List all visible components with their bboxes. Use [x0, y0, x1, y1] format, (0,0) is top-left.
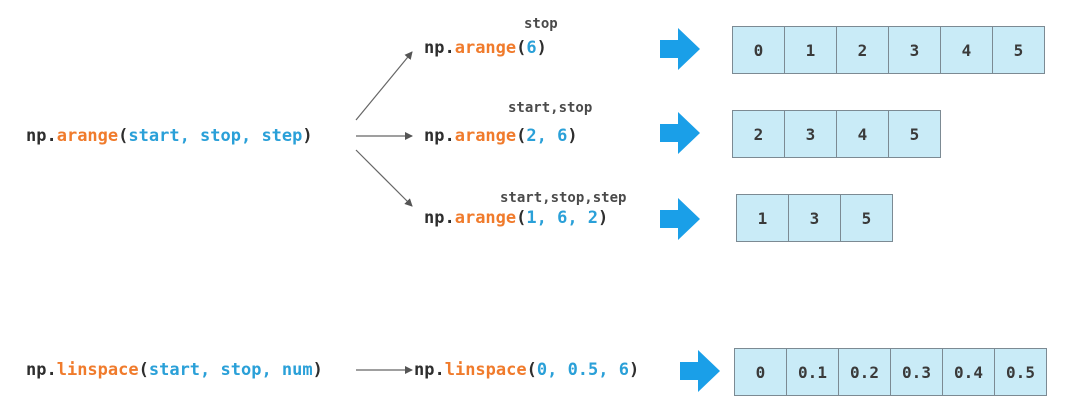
param-label-stop: stop: [524, 16, 558, 32]
array-cell: 3: [785, 110, 837, 158]
array-cell: 0.2: [839, 348, 891, 396]
arange-signature: np.arange(start, stop, step): [26, 126, 313, 146]
result-array-1: 0 1 2 3 4 5: [732, 26, 1045, 74]
array-cell: 0.3: [891, 348, 943, 396]
array-cell: 2: [837, 26, 889, 74]
arange-fn-name: arange: [56, 126, 119, 146]
linspace-signature: np.linspace(start, stop, num): [26, 360, 323, 380]
thick-right-arrow-icon: [660, 198, 700, 240]
arange-example-stop: np.arange(6): [424, 38, 547, 58]
array-cell: 4: [837, 110, 889, 158]
linspace-fn-name: linspace: [56, 360, 139, 380]
array-cell: 5: [841, 194, 893, 242]
array-cell: 2: [733, 110, 785, 158]
arange-example-start-stop-step: np.arange(1, 6, 2): [424, 208, 609, 228]
array-cell: 1: [785, 26, 837, 74]
arrow-to-arange-start-stop-step: [355, 149, 413, 207]
thick-right-arrow-icon: [660, 28, 700, 70]
linspace-params: start, stop, num: [148, 360, 313, 380]
array-cell: 4: [941, 26, 993, 74]
param-label-start-stop-step: start,stop,step: [500, 190, 627, 206]
array-cell: 3: [889, 26, 941, 74]
array-cell: 3: [789, 194, 841, 242]
result-array-linspace: 0 0.1 0.2 0.3 0.4 0.5: [734, 348, 1047, 396]
array-cell: 0.4: [943, 348, 995, 396]
thick-right-arrow-icon: [660, 112, 700, 154]
arange-params: start, stop, step: [128, 126, 303, 146]
array-cell: 5: [889, 110, 941, 158]
array-cell: 1: [737, 194, 789, 242]
arrow-to-arange-stop: [355, 51, 413, 121]
result-array-3: 1 3 5: [736, 194, 893, 242]
array-cell: 5: [993, 26, 1045, 74]
array-cell: 0.5: [995, 348, 1047, 396]
arange-example-start-stop: np.arange(2, 6): [424, 126, 578, 146]
linspace-example: np.linspace(0, 0.5, 6): [414, 360, 640, 380]
thick-right-arrow-icon: [680, 350, 720, 392]
result-array-2: 2 3 4 5: [732, 110, 941, 158]
array-cell: 0.1: [787, 348, 839, 396]
array-cell: 0: [733, 26, 785, 74]
param-label-start-stop: start,stop: [508, 100, 593, 116]
array-cell: 0: [735, 348, 787, 396]
